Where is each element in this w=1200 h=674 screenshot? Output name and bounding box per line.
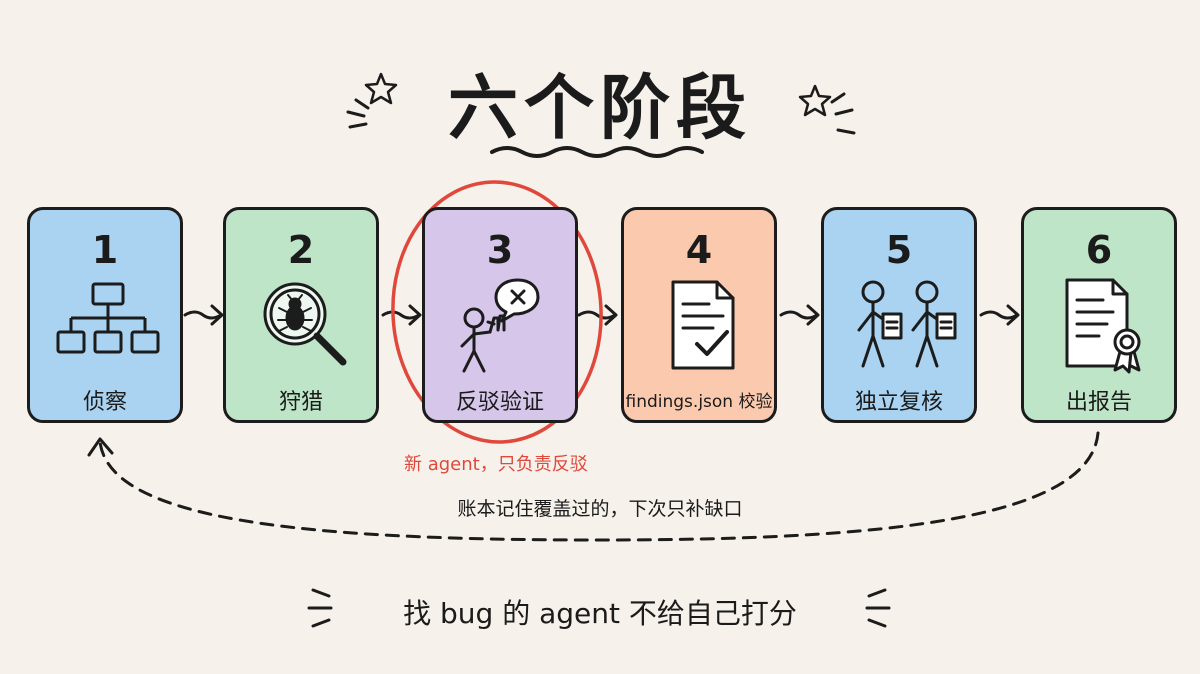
highlight-note: 新 agent，只负责反驳 bbox=[404, 454, 588, 475]
document-check-icon bbox=[671, 280, 735, 370]
stage-label: 狩猎 bbox=[278, 390, 323, 415]
stage-number: 1 bbox=[91, 228, 119, 272]
stage-label: 反驳验证 bbox=[455, 390, 544, 415]
stage-card-3: 3 反驳验证 bbox=[422, 207, 578, 423]
sparkle-left-rays bbox=[346, 98, 370, 129]
bottom-note-marks bbox=[307, 588, 891, 628]
loop-note: 账本记住覆盖过的，下次只补缺口 bbox=[457, 498, 743, 520]
stage-number: 2 bbox=[287, 228, 315, 272]
stage-card-2: 2 狩猎 bbox=[223, 207, 379, 423]
person-objection-icon bbox=[460, 278, 540, 373]
sparkle-left-icon bbox=[364, 72, 398, 105]
stage-number: 6 bbox=[1085, 228, 1113, 272]
stage-card-5: 5 独立复核 bbox=[821, 207, 977, 423]
loop-back-arrow bbox=[98, 431, 1100, 542]
title-underline-squiggle bbox=[490, 146, 704, 158]
stage-label: 独立复核 bbox=[854, 390, 943, 415]
stage-number: 4 bbox=[685, 228, 713, 272]
stage-3-highlight-oval bbox=[391, 180, 603, 444]
page-title: 六个阶段 bbox=[448, 67, 752, 149]
bottom-note: 找 bug 的 agent 不给自己打分 bbox=[403, 597, 797, 630]
stage-card-6: 6 出报告 bbox=[1021, 207, 1177, 423]
stage-label: 出报告 bbox=[1065, 390, 1132, 415]
stage-label: 侦察 bbox=[82, 390, 127, 415]
stage-card-1: 1 侦察 bbox=[27, 207, 183, 423]
stage-number: 3 bbox=[486, 228, 514, 272]
sparkle-right-rays bbox=[830, 92, 856, 135]
stage-label: findings.json 校验 bbox=[625, 392, 773, 412]
stage-card-4: 4 findings.json 校验 bbox=[621, 207, 777, 423]
org-chart-icon bbox=[56, 282, 160, 354]
stage-number: 5 bbox=[885, 228, 913, 272]
two-reviewers-icon bbox=[857, 280, 957, 368]
sparkle-right-icon bbox=[798, 84, 832, 117]
loop-back-arrowhead bbox=[87, 437, 114, 457]
flow-arrows bbox=[183, 304, 1020, 326]
certificate-report-icon bbox=[1065, 278, 1141, 374]
bug-magnifier-icon bbox=[263, 282, 347, 366]
